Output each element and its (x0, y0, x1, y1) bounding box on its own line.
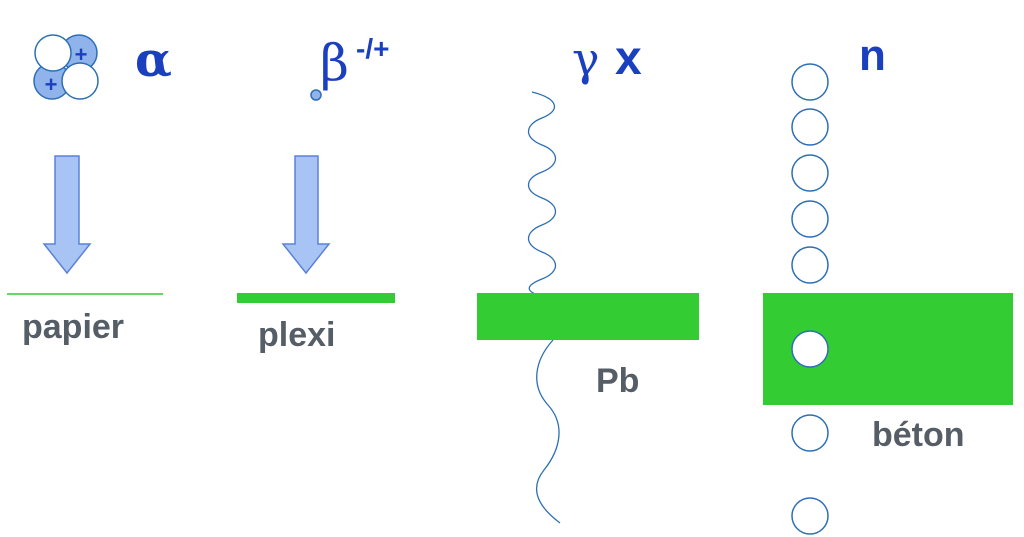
neutron-stream (791, 63, 829, 535)
beta-arrow-icon (281, 155, 331, 275)
beta-group: β -/+ plexi (237, 33, 395, 354)
gamma-group: γ x Pb (477, 32, 699, 524)
neutron-group: n béton (763, 31, 1013, 535)
gamma-wave-icon (527, 91, 557, 297)
charge-plus: + (45, 72, 58, 97)
beta-superscript: -/+ (356, 33, 389, 64)
neutron-circle-icon (791, 246, 829, 284)
neutron-circle-icon (791, 200, 829, 238)
neutron-circle-icon (791, 154, 829, 192)
electron-icon (310, 89, 322, 101)
alpha-particle-icon: + + (33, 34, 99, 100)
neutron-circle-icon (791, 108, 829, 146)
paper-label: papier (22, 308, 124, 346)
neutron-circle-icon (791, 414, 829, 452)
charge-plus: + (75, 42, 88, 67)
gamma-transmitted-wave-icon (535, 339, 561, 524)
concrete-label: béton (872, 416, 965, 454)
lead-label: Pb (596, 362, 639, 400)
lead-barrier (477, 293, 699, 340)
x-ray-symbol: x (615, 32, 642, 85)
neutron-circle-icon (791, 330, 829, 368)
neutron-circle-icon (791, 497, 829, 535)
alpha-symbol: α (135, 32, 172, 88)
alpha-group: + + α papier (7, 32, 172, 346)
beta-symbol: β (320, 34, 349, 92)
neutron-circle (34, 34, 72, 72)
gamma-symbol: γ (572, 32, 600, 86)
alpha-arrow-icon (42, 155, 92, 275)
neutron-circle-icon (791, 63, 829, 101)
plexi-label: plexi (258, 316, 335, 354)
neutron-circle (61, 62, 99, 100)
plexi-barrier (237, 293, 395, 303)
neutron-symbol: n (859, 31, 886, 80)
